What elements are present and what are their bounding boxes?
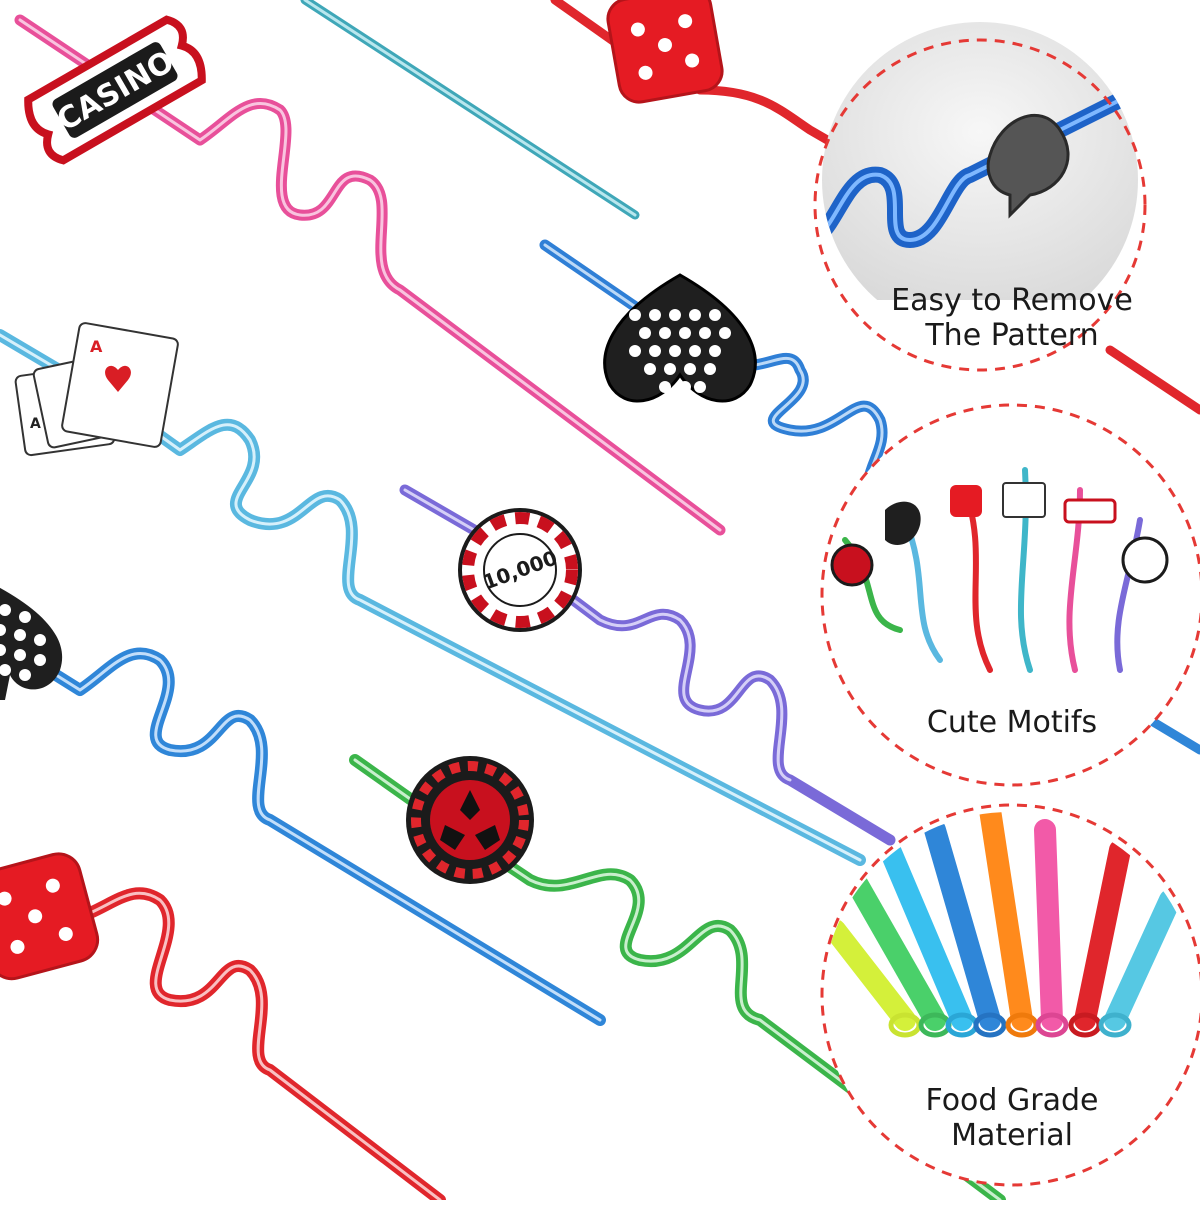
badge-3-line-2: Material — [951, 1118, 1073, 1153]
badge-2-line-1: Cute Motifs — [927, 705, 1097, 740]
chip-red-black — [406, 756, 534, 884]
spade-motif-lower — [0, 587, 63, 700]
chip-10000: 10,000 — [458, 508, 582, 632]
badge-1-line-1: Easy to Remove — [891, 283, 1133, 318]
badge-1-line-2: The Pattern — [924, 318, 1098, 353]
badge-cute-motifs: Cute Motifs — [820, 403, 1200, 787]
svg-text:A: A — [90, 337, 103, 356]
spade-clip-icon — [986, 113, 1070, 219]
casino-logo: CASINO — [24, 15, 206, 165]
svg-text:A: A — [30, 416, 41, 432]
badge-3-line-1: Food Grade — [926, 1083, 1099, 1118]
spade-motif-top — [603, 273, 757, 403]
badge-easy-remove: Easy to Remove The Pattern — [813, 22, 1147, 372]
badge-food-grade: Food Grade Material — [820, 803, 1200, 1187]
dice-bottom — [0, 852, 100, 981]
dice-top — [606, 0, 724, 104]
playing-cards-motif: A A — [14, 322, 179, 457]
